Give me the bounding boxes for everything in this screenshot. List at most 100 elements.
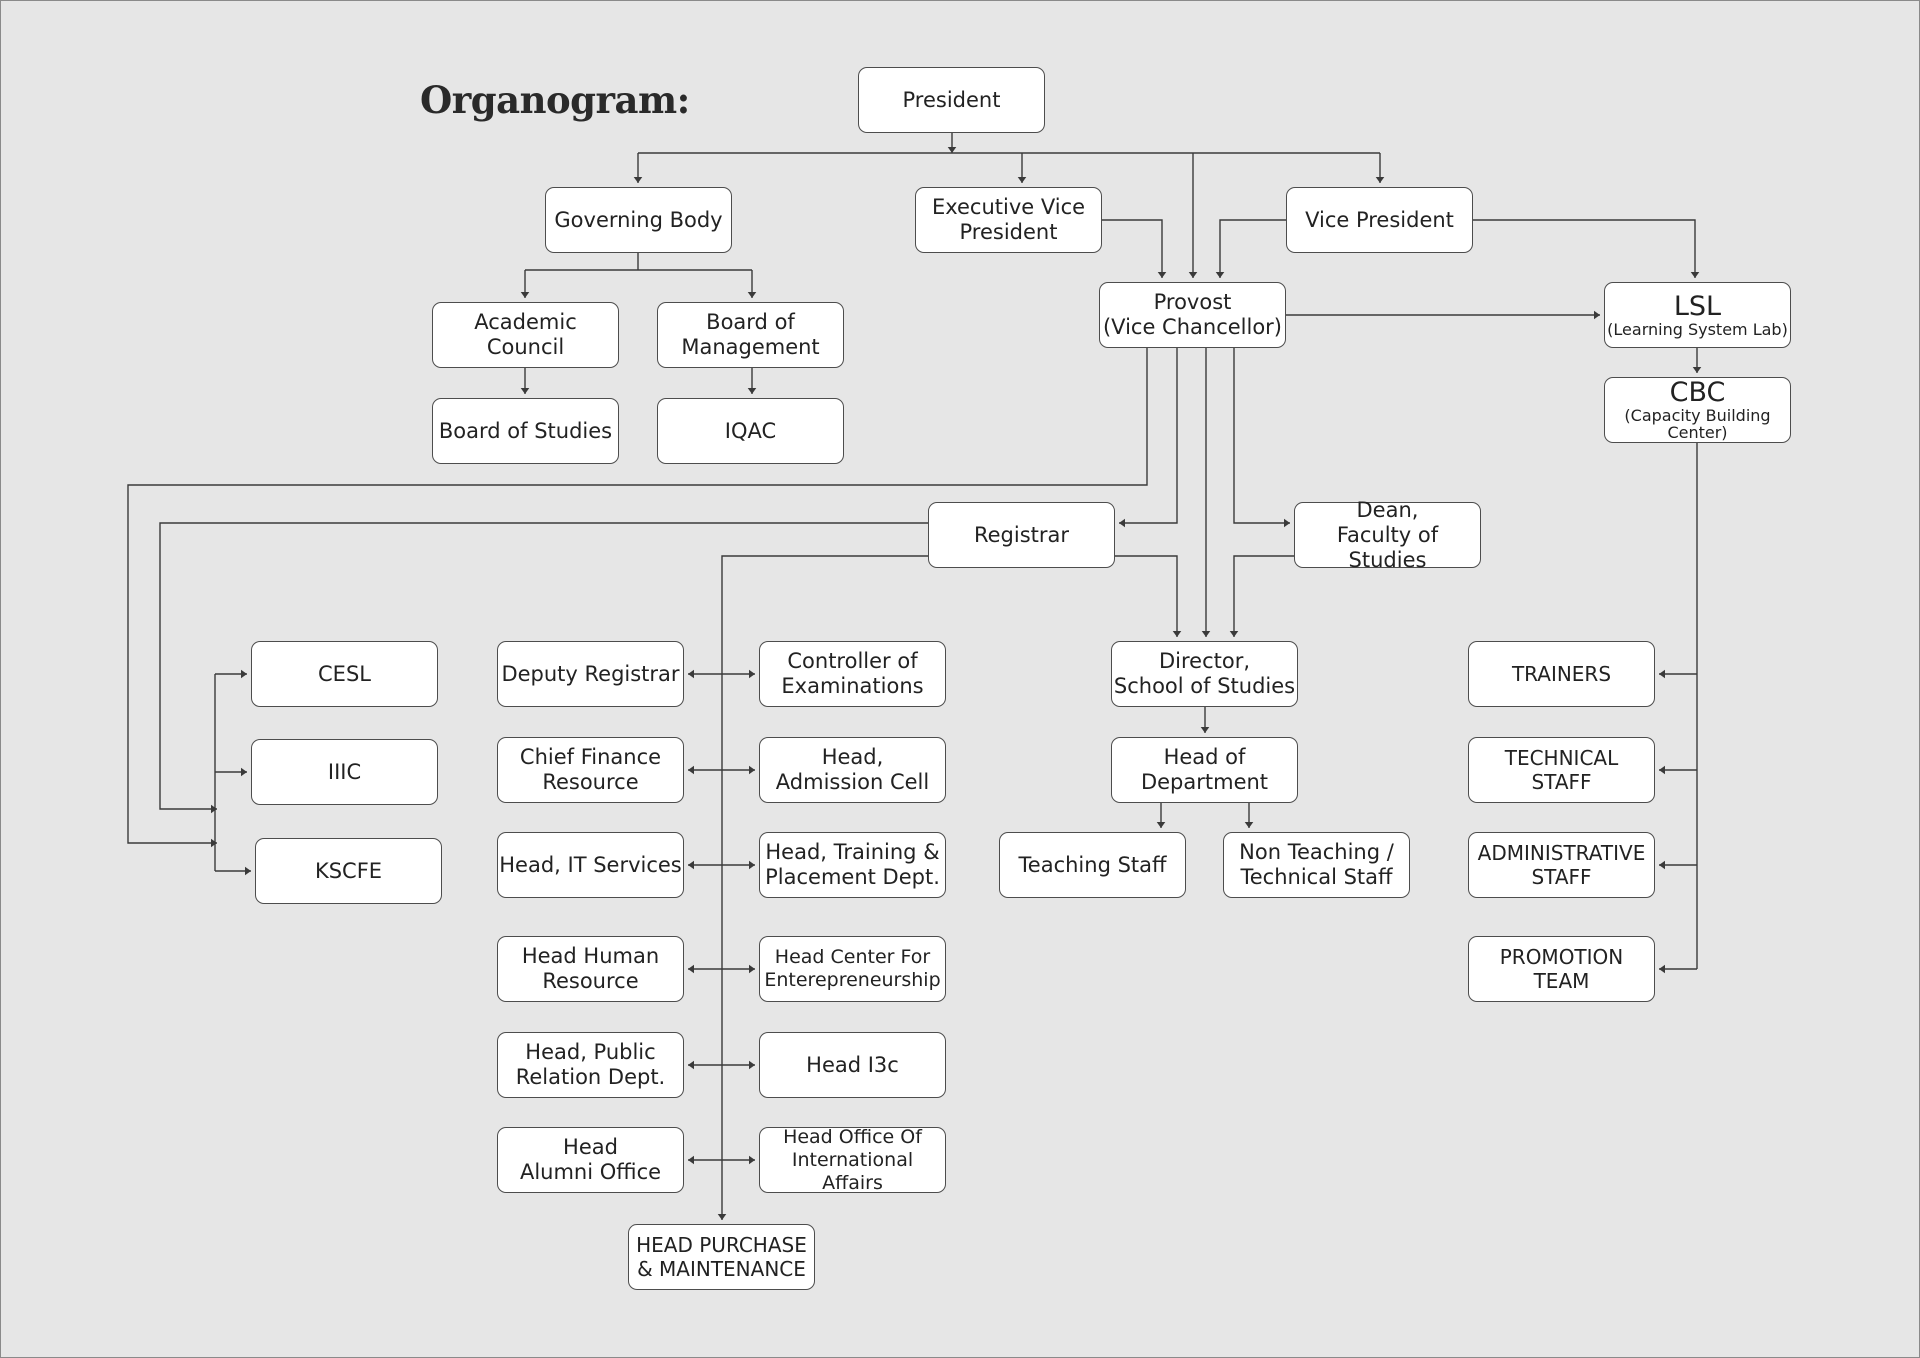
node-label: Board of Studies [438, 418, 613, 443]
node-label: Dean, Faculty of Studies [1336, 497, 1439, 572]
node-director: Director, School of Studies [1111, 641, 1298, 707]
node-cbc: CBC(Capacity Building Center) [1604, 377, 1791, 443]
node-label: PROMOTION TEAM [1499, 945, 1624, 993]
node-label: Chief Finance Resource [519, 745, 662, 794]
node-head-training: Head, Training & Placement Dept. [759, 832, 946, 898]
node-label: Executive Vice President [931, 195, 1086, 244]
node-label: Head, Training & Placement Dept. [765, 840, 940, 889]
arrowhead [688, 1155, 694, 1165]
connector [1115, 555, 1178, 637]
arrowhead [1284, 518, 1290, 528]
node-label: TECHNICAL STAFF [1504, 746, 1619, 794]
arrowhead [1201, 631, 1211, 637]
arrowhead [1659, 860, 1665, 870]
connector [1233, 348, 1290, 524]
node-head-it: Head, IT Services [497, 832, 684, 898]
arrowhead [749, 669, 755, 679]
node-deputy-registrar: Deputy Registrar [497, 641, 684, 707]
arrowhead [688, 1060, 694, 1070]
node-label: Registrar [973, 522, 1070, 547]
node-label: Head of Department [1140, 745, 1269, 794]
node-kscfe: KSCFE [255, 838, 442, 904]
node-iiic: IIIC [251, 739, 438, 805]
connector [1473, 219, 1696, 278]
node-label: Head, Admission Cell [775, 745, 930, 794]
arrowhead [749, 1060, 755, 1070]
arrowhead [749, 765, 755, 775]
arrowhead [1244, 822, 1254, 828]
arrowhead [1659, 765, 1665, 775]
arrowhead [749, 1155, 755, 1165]
arrowhead [1157, 272, 1167, 278]
node-label: TRAINERS [1511, 662, 1612, 686]
arrowhead [1692, 367, 1702, 373]
node-label: Controller of Examinations [781, 649, 924, 698]
arrowhead [633, 177, 643, 183]
node-registrar: Registrar [928, 502, 1115, 568]
node-label: Head Human Resource [521, 944, 660, 993]
connector [1102, 219, 1163, 278]
node-provost: Provost (Vice Chancellor) [1099, 282, 1286, 348]
node-administrative-staff: ADMINISTRATIVE STAFF [1468, 832, 1655, 898]
node-label: HEAD PURCHASE & MAINTENANCE [636, 1233, 807, 1281]
node-controller-exams: Controller of Examinations [759, 641, 946, 707]
node-lsl: LSL(Learning System Lab) [1604, 282, 1791, 348]
node-head-pr: Head, Public Relation Dept. [497, 1032, 684, 1098]
node-label: Provost (Vice Chancellor) [1102, 290, 1283, 339]
arrowhead [1659, 669, 1665, 679]
node-label: CESL [318, 661, 371, 686]
arrowhead [688, 765, 694, 775]
arrowhead [1375, 177, 1385, 183]
arrowhead [1690, 272, 1700, 278]
node-vice-president: Vice President [1286, 187, 1473, 253]
node-head-department: Head of Department [1111, 737, 1298, 803]
node-governing-body: Governing Body [545, 187, 732, 253]
node-label: Governing Body [554, 207, 723, 232]
node-promotion-team: PROMOTION TEAM [1468, 936, 1655, 1002]
arrowhead [211, 838, 217, 848]
node-executive-vp: Executive Vice President [915, 187, 1102, 253]
arrowhead [688, 860, 694, 870]
arrowhead [1215, 272, 1225, 278]
arrowhead [1119, 518, 1125, 528]
node-label: Head Alumni Office [519, 1135, 662, 1184]
page-title: Organogram: [420, 78, 690, 122]
arrowhead [1200, 727, 1210, 733]
node-head-purchase: HEAD PURCHASE & MAINTENANCE [628, 1224, 815, 1290]
connector [1233, 555, 1294, 637]
node-label: President [902, 87, 1001, 112]
arrowhead [749, 964, 755, 974]
node-label: CBC [1669, 377, 1726, 408]
node-head-entrepreneurship: Head Center For Enterepreneurship [759, 936, 946, 1002]
arrowhead [947, 147, 957, 153]
arrowhead [749, 860, 755, 870]
node-label: Head Center For Enterepreneurship [764, 946, 941, 991]
arrowhead [241, 767, 247, 777]
connector [721, 555, 928, 1220]
node-label: Deputy Registrar [501, 661, 680, 686]
node-board-studies: Board of Studies [432, 398, 619, 464]
node-cesl: CESL [251, 641, 438, 707]
arrowhead [717, 1214, 727, 1220]
connector [1119, 348, 1178, 524]
node-academic-council: Academic Council [432, 302, 619, 368]
node-sublabel: (Learning System Lab) [1607, 319, 1788, 339]
node-chief-finance: Chief Finance Resource [497, 737, 684, 803]
node-head-admission: Head, Admission Cell [759, 737, 946, 803]
node-label: Vice President [1305, 207, 1454, 232]
arrowhead [688, 669, 694, 679]
node-dean: Dean, Faculty of Studies [1294, 498, 1481, 572]
node-label: Head, Public Relation Dept. [515, 1040, 666, 1089]
arrowhead [1017, 177, 1027, 183]
arrowhead [245, 866, 251, 876]
node-head-hr: Head Human Resource [497, 936, 684, 1002]
arrowhead [1188, 272, 1198, 278]
node-label: Board of Management [681, 310, 820, 359]
arrowhead [1172, 631, 1182, 637]
connector [127, 348, 1148, 844]
node-board-management: Board of Management [657, 302, 844, 368]
arrowhead [1659, 964, 1665, 974]
arrowhead [1229, 631, 1239, 637]
node-label: KSCFE [314, 858, 383, 883]
arrowhead [747, 388, 757, 394]
